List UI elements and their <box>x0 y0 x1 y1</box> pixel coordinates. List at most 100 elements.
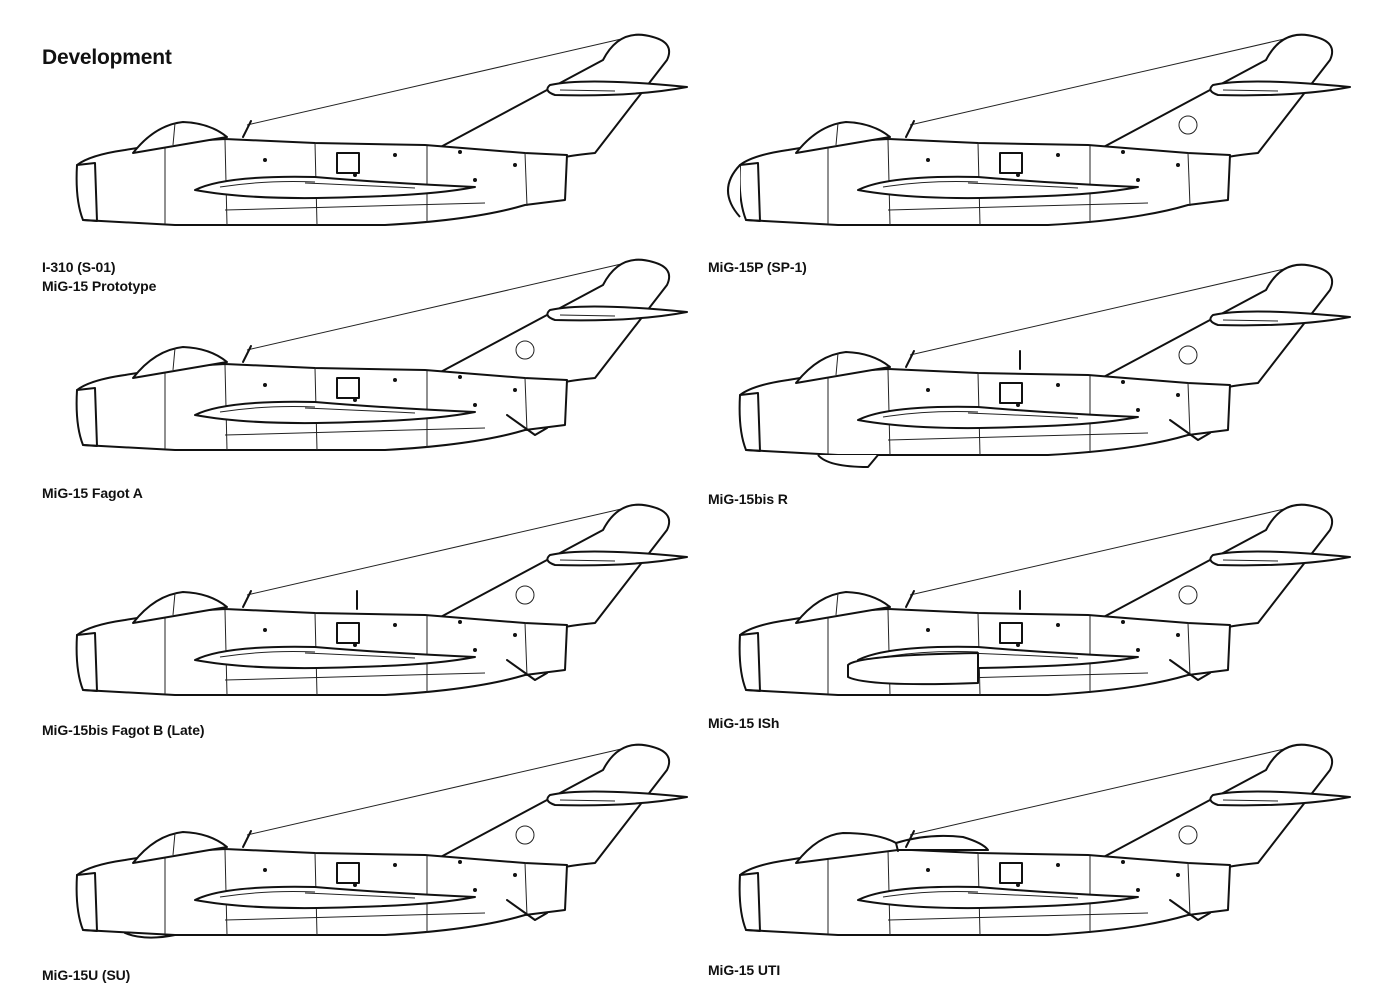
caption-line: MiG-15 Prototype <box>42 278 157 294</box>
antenna-wire <box>909 506 1294 596</box>
ventral-strake <box>506 659 548 681</box>
caption-line: MiG-15 UTI <box>708 962 781 978</box>
caption-line: MiG-15P (SP-1) <box>708 259 807 275</box>
wing-fairing <box>967 182 1079 189</box>
ventral-strake <box>1169 419 1211 441</box>
nose-intake <box>76 872 98 932</box>
horizontal-stabilizer <box>546 550 688 567</box>
tail-marking <box>1178 585 1198 605</box>
canopy-frame <box>895 842 899 852</box>
canopy <box>132 831 228 864</box>
caption-line: MiG-15bis R <box>708 491 788 507</box>
caption-line: MiG-15 Fagot A <box>42 485 143 501</box>
rivet <box>1136 408 1140 412</box>
ventral-strake <box>1169 899 1211 921</box>
nose-intake <box>739 872 761 932</box>
antenna-mast <box>905 830 915 848</box>
stabilizer-line <box>559 799 616 802</box>
rivet <box>1056 863 1060 867</box>
rivet <box>1136 888 1140 892</box>
tail-marking <box>515 825 535 845</box>
page-title: Development <box>42 46 172 69</box>
access-hatch <box>999 622 1023 644</box>
canopy-frame <box>835 592 839 616</box>
rivet <box>1121 150 1125 154</box>
antenna-mast <box>905 350 915 368</box>
rivet <box>1121 380 1125 384</box>
canopy <box>795 591 891 624</box>
rivet <box>1136 178 1140 182</box>
rivet <box>926 388 930 392</box>
nose-intake <box>76 387 98 447</box>
canopy-frame <box>835 352 839 376</box>
rivet <box>393 153 397 157</box>
ventral-line <box>224 427 486 436</box>
rivet <box>263 628 267 632</box>
caption-su: MiG-15U (SU) <box>42 966 130 985</box>
antenna-wire <box>246 261 631 351</box>
aircraft-profile-bis-late <box>75 503 688 696</box>
rivet <box>1016 643 1020 647</box>
canopy-tandem <box>795 832 989 864</box>
rivet <box>458 860 462 864</box>
vertical-fin <box>1097 503 1334 628</box>
aircraft-profile-su <box>75 743 688 939</box>
wing-fairing <box>219 651 316 658</box>
access-hatch <box>999 152 1023 174</box>
stabilizer-line <box>1222 799 1279 802</box>
vertical-fin <box>434 743 671 868</box>
horizontal-stabilizer <box>546 80 688 97</box>
canopy <box>795 351 891 384</box>
tail-marking <box>515 340 535 360</box>
radome <box>727 164 741 218</box>
vertical-fin <box>1097 263 1334 388</box>
wing-fairing <box>304 182 416 189</box>
panel-line <box>1187 862 1191 917</box>
caption-bis-late: MiG-15bis Fagot B (Late) <box>42 721 205 740</box>
rivet <box>1121 620 1125 624</box>
horizontal-stabilizer <box>1209 310 1351 327</box>
stabilizer-line <box>1222 89 1279 92</box>
rivet <box>1176 873 1180 877</box>
rivet <box>926 628 930 632</box>
horizontal-stabilizer <box>546 305 688 322</box>
ventral-line <box>224 202 486 211</box>
stabilizer-line <box>1222 559 1279 562</box>
wing-fairing <box>219 181 316 188</box>
weapon-pod <box>847 652 979 686</box>
antenna-mast <box>242 345 252 363</box>
rivet <box>513 388 517 392</box>
aircraft-profile-mig15p <box>727 33 1351 226</box>
rivet <box>1016 883 1020 887</box>
tail-marking <box>1178 115 1198 135</box>
stabilizer-line <box>559 559 616 562</box>
horizontal-stabilizer <box>1209 550 1351 567</box>
caption-line: MiG-15U (SU) <box>42 967 131 983</box>
ventral-strake <box>1169 659 1211 681</box>
vertical-fin <box>434 33 671 158</box>
panel-line <box>1187 622 1191 677</box>
rivet <box>353 883 357 887</box>
stabilizer-line <box>559 314 616 317</box>
wing-fairing <box>304 652 416 659</box>
antenna-mast <box>905 120 915 138</box>
access-hatch <box>999 862 1023 884</box>
panel-line <box>1187 152 1191 207</box>
canopy-frame <box>172 347 176 371</box>
access-hatch <box>336 622 360 644</box>
rivet <box>513 633 517 637</box>
rivet <box>473 888 477 892</box>
stabilizer-line <box>559 89 616 92</box>
wing-fairing <box>304 892 416 899</box>
wing-fairing <box>219 891 316 898</box>
rivet <box>458 150 462 154</box>
caption-line: I-310 (S-01) <box>42 259 116 275</box>
rivet <box>473 178 477 182</box>
antenna-mast <box>242 590 252 608</box>
nose-intake <box>739 392 761 452</box>
caption-fagot-a: MiG-15 Fagot A <box>42 484 143 503</box>
rivet <box>353 173 357 177</box>
canopy <box>795 121 891 154</box>
rivet <box>1176 393 1180 397</box>
antenna-wire <box>246 36 631 126</box>
